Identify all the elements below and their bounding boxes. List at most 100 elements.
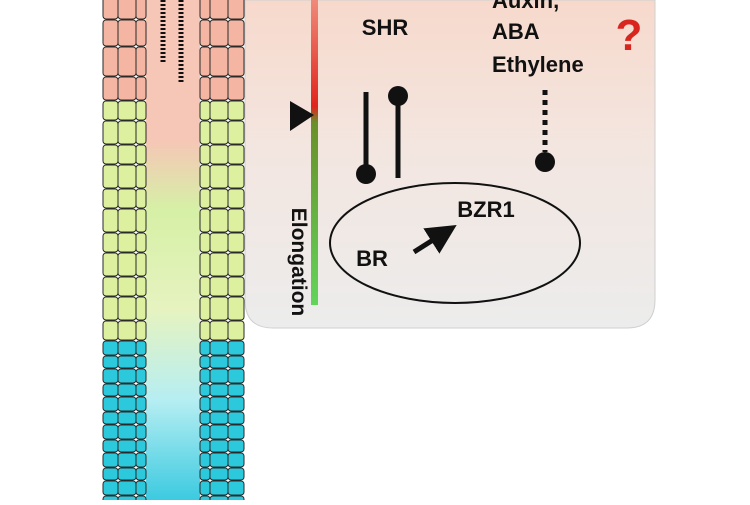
vascular-tissue <box>146 0 200 500</box>
root-cell <box>227 76 245 101</box>
root-cell <box>102 188 119 209</box>
root-cell <box>199 383 211 397</box>
root-cell <box>117 355 137 369</box>
root-cell <box>199 76 211 101</box>
root-cell <box>102 439 119 453</box>
root-cell <box>135 355 147 369</box>
root-cell <box>199 208 211 233</box>
root-cell <box>117 144 137 165</box>
root-cell <box>117 120 137 145</box>
root-cell <box>135 46 147 77</box>
root-cell <box>135 208 147 233</box>
root-cell <box>102 424 119 440</box>
root-cell <box>227 480 245 496</box>
root-cell <box>135 188 147 209</box>
root-cell <box>102 232 119 253</box>
root-cell <box>227 232 245 253</box>
root-cell <box>135 452 147 468</box>
root-cell <box>117 296 137 321</box>
root-cell <box>135 164 147 189</box>
root-cell <box>102 76 119 101</box>
root-cell <box>135 19 147 47</box>
root-cell <box>227 368 245 384</box>
root-cell <box>209 0 229 20</box>
root-cell <box>117 452 137 468</box>
root-cell <box>135 480 147 496</box>
root-cell <box>227 252 245 277</box>
root-cell <box>199 396 211 412</box>
root-cell <box>209 355 229 369</box>
root-cell <box>199 355 211 369</box>
root-cell <box>227 320 245 341</box>
root-cell <box>227 46 245 77</box>
root-cell <box>117 208 137 233</box>
root-cell <box>227 208 245 233</box>
root-cell <box>102 411 119 425</box>
root-cell <box>102 0 119 20</box>
root-cell <box>227 424 245 440</box>
root-cell <box>135 232 147 253</box>
root-cell <box>227 144 245 165</box>
root-cell <box>227 100 245 121</box>
root-cell <box>227 439 245 453</box>
root-cell <box>199 320 211 341</box>
root-cell <box>199 120 211 145</box>
root-cell <box>102 467 119 481</box>
root-cell <box>209 467 229 481</box>
elongation-label: Elongation <box>287 208 310 317</box>
root-cell <box>135 439 147 453</box>
root-cell <box>209 452 229 468</box>
root-cell <box>117 439 137 453</box>
root-cell <box>209 252 229 277</box>
root-cell <box>102 252 119 277</box>
root-cell <box>135 424 147 440</box>
root-cell <box>209 480 229 496</box>
elongation-boundary-marker <box>290 101 314 131</box>
root-cell <box>227 467 245 481</box>
left-cell-file <box>102 0 147 505</box>
root-cell <box>117 480 137 496</box>
root-cell <box>117 467 137 481</box>
root-cell <box>227 19 245 47</box>
root-cell <box>227 383 245 397</box>
bzr1-label: BZR1 <box>457 197 514 222</box>
root-cell <box>227 296 245 321</box>
root-cell <box>102 495 119 505</box>
root-cell <box>209 424 229 440</box>
root-cell <box>102 368 119 384</box>
root-cell <box>117 320 137 341</box>
root-cell <box>199 439 211 453</box>
root-cell <box>135 411 147 425</box>
br-bzr1-ellipse <box>329 182 581 304</box>
root-cell <box>227 0 245 20</box>
root-cell <box>227 495 245 505</box>
root-cell <box>199 19 211 47</box>
root-cell <box>199 188 211 209</box>
root-cell <box>117 396 137 412</box>
root-cell <box>117 188 137 209</box>
shr-bzr1-inhibition-pair <box>356 86 408 184</box>
root-cell <box>102 144 119 165</box>
root-cell <box>135 100 147 121</box>
root-cell <box>199 0 211 20</box>
root-cell <box>135 495 147 505</box>
root-cell <box>199 467 211 481</box>
root-cell <box>117 340 137 356</box>
root-cell <box>102 452 119 468</box>
root-cell <box>135 340 147 356</box>
root-cell <box>102 480 119 496</box>
root-cell <box>135 76 147 101</box>
hormone-label-ethylene: Ethylene <box>492 52 584 77</box>
root-cell <box>209 76 229 101</box>
root-cell <box>102 276 119 297</box>
root-cell <box>199 46 211 77</box>
root-cell <box>102 320 119 341</box>
root-cell <box>117 368 137 384</box>
root-cell <box>209 46 229 77</box>
root-cell <box>209 296 229 321</box>
root-cell <box>209 368 229 384</box>
root-cell <box>199 480 211 496</box>
inhibition-node-top <box>388 86 408 106</box>
root-cell <box>199 144 211 165</box>
